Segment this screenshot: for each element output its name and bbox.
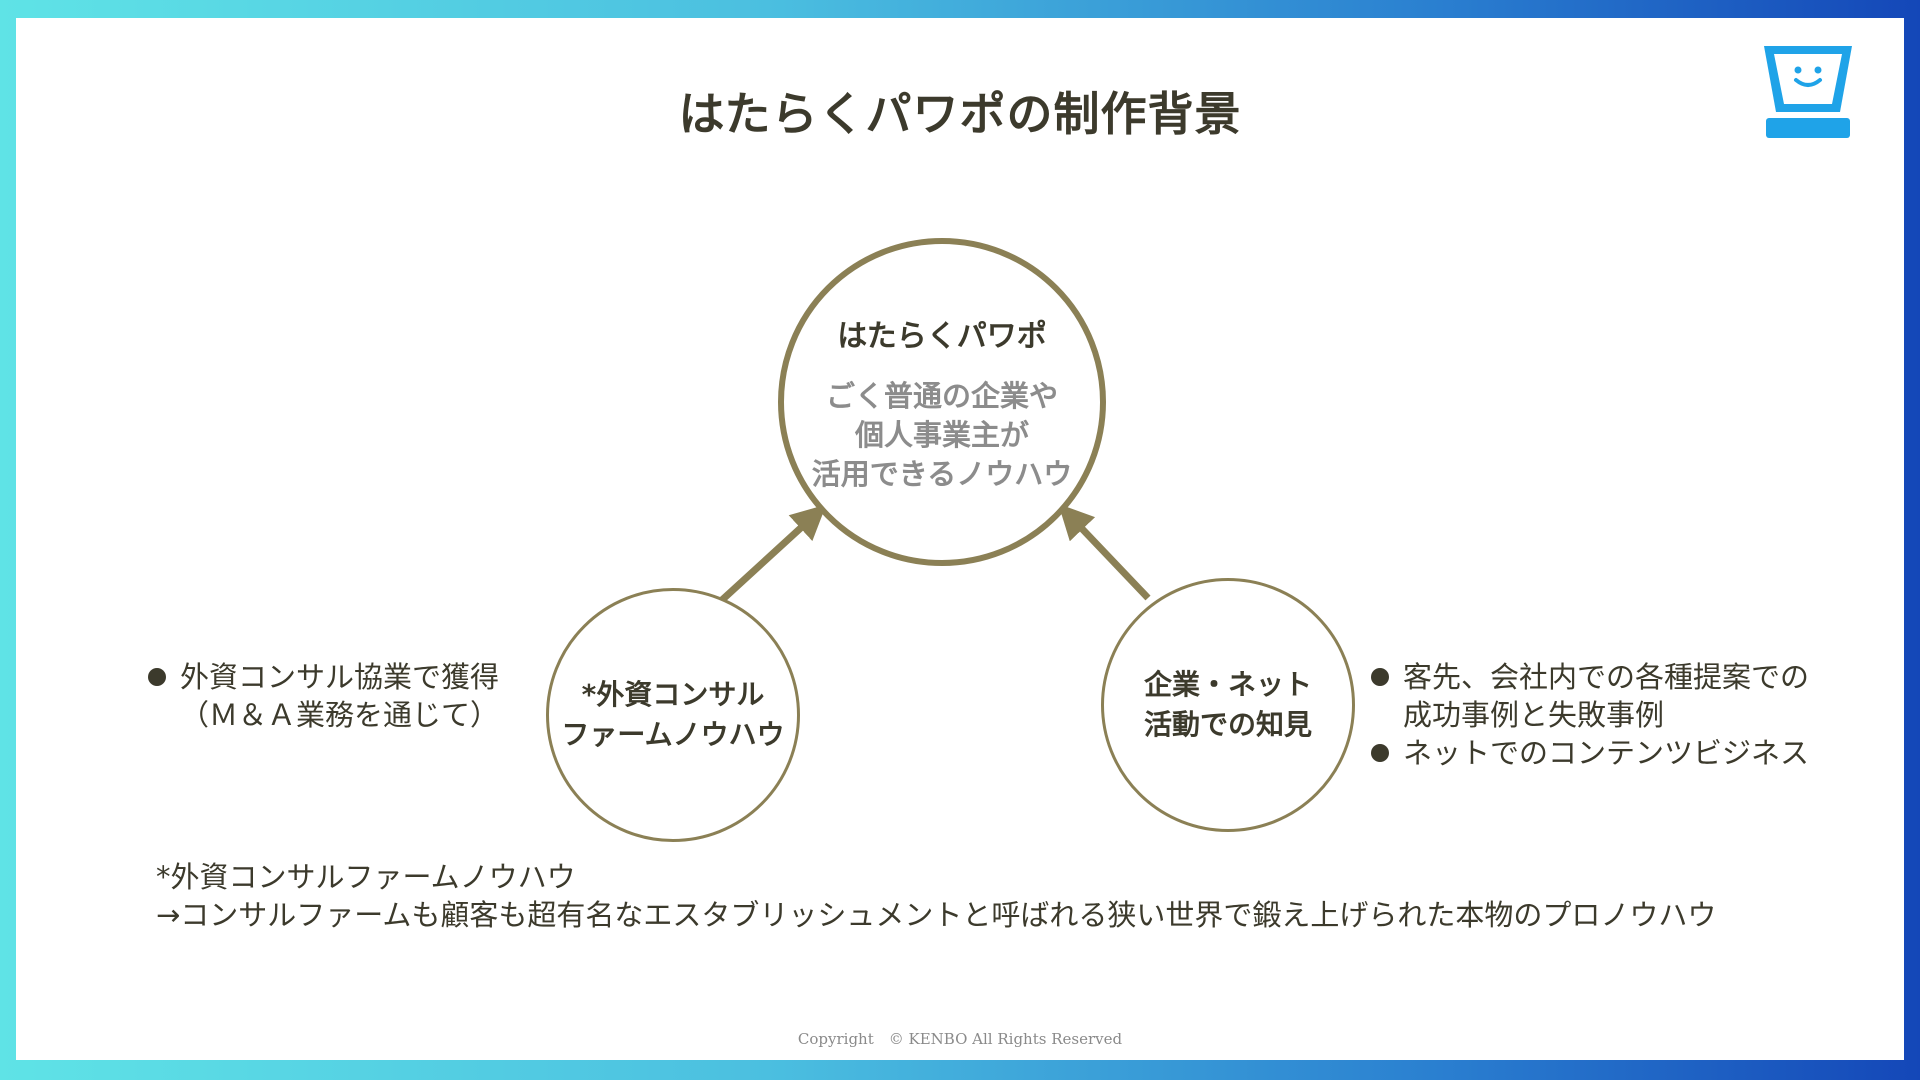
- arrow-right-to-main: [1058, 503, 1151, 601]
- left-bullet-list: 外資コンサル協業で獲得 （Ｍ＆Ａ業務を通じて）: [148, 658, 499, 734]
- right-node-line: 企業・ネット: [1143, 668, 1312, 701]
- bullet-dot-icon: [1371, 668, 1389, 686]
- right-node-line: 活動での知見: [1143, 708, 1312, 741]
- bullet-dot-icon: [148, 668, 166, 686]
- page-title: はたらくパワポの制作背景: [678, 87, 1242, 141]
- main-node-line: 活用できるノウハウ: [811, 456, 1073, 491]
- slide: はたらくパワポの制作背景 はたらくパワポ ごく普通の企業や 個人事業主が 活用で…: [16, 18, 1904, 1060]
- list-item: 客先、会社内での各種提案での 成功事例と失敗事例: [1371, 658, 1809, 734]
- laptop-smile-icon: [1764, 46, 1852, 138]
- left-node: *外資コンサル ファームノウハウ: [546, 588, 800, 842]
- footnote-line: *外資コンサルファームノウハウ: [156, 860, 576, 894]
- right-bullet-list: 客先、会社内での各種提案での 成功事例と失敗事例 ネットでのコンテンツビジネス: [1371, 658, 1809, 772]
- bullet-dot-icon: [1371, 744, 1389, 762]
- arrow-left-to-main: [719, 504, 827, 603]
- copyright: Copyright © KENBO All Rights Reserved: [797, 1030, 1123, 1048]
- main-node-line: ごく普通の企業や: [825, 378, 1058, 413]
- main-node-body: ごく普通の企業や 個人事業主が 活用できるノウハウ: [812, 377, 1072, 494]
- left-node-line: *外資コンサル: [581, 678, 765, 711]
- right-node: 企業・ネット 活動での知見: [1101, 578, 1355, 832]
- footnote-line: →コンサルファームも顧客も超有名なエスタブリッシュメントと呼ばれる狭い世界で鍛え…: [156, 898, 1717, 932]
- list-item: ネットでのコンテンツビジネス: [1371, 734, 1809, 772]
- main-node-title: はたらくパワポ: [837, 318, 1047, 354]
- main-node: はたらくパワポ ごく普通の企業や 個人事業主が 活用できるノウハウ: [778, 238, 1106, 566]
- footnote: *外資コンサルファームノウハウ →コンサルファームも顧客も超有名なエスタブリッシ…: [156, 858, 1716, 934]
- main-node-line: 個人事業主が: [854, 417, 1029, 452]
- left-node-line: ファームノウハウ: [561, 718, 785, 751]
- list-item: 外資コンサル協業で獲得 （Ｍ＆Ａ業務を通じて）: [148, 658, 499, 734]
